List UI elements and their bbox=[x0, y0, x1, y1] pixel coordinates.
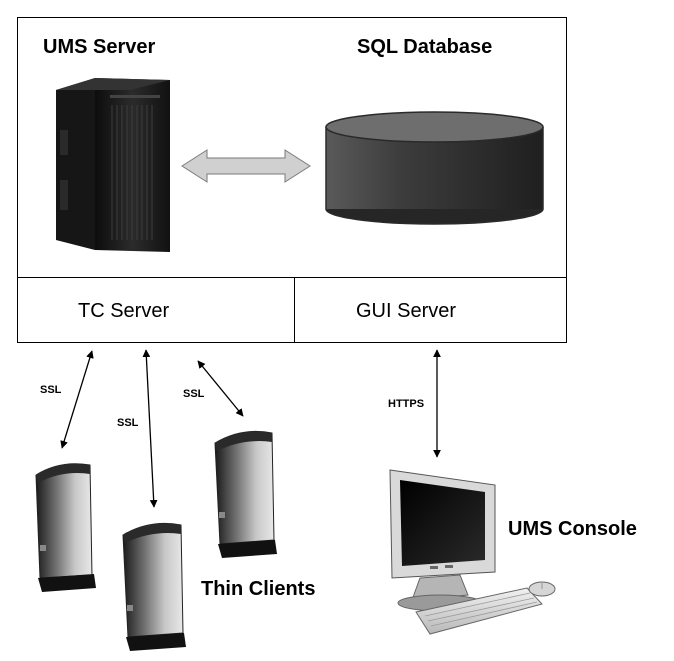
thin-client-icon-2 bbox=[122, 522, 186, 651]
ums-server-label: UMS Server bbox=[43, 36, 156, 58]
ssl-arrow-3 bbox=[197, 360, 244, 417]
computer-monitor-icon bbox=[389, 469, 496, 612]
ssl-arrow-1 bbox=[60, 350, 94, 449]
sql-database-label: SQL Database bbox=[357, 36, 493, 58]
thin-client-icon-1 bbox=[35, 463, 96, 592]
gui-server-label: GUI Server bbox=[356, 300, 457, 322]
keyboard-icon bbox=[415, 587, 543, 635]
server-tower-icon bbox=[56, 78, 170, 252]
mouse-icon bbox=[528, 581, 556, 597]
tc-server-label: TC Server bbox=[78, 300, 170, 322]
thin-client-icon-3 bbox=[214, 430, 277, 558]
tc-server-box bbox=[17, 277, 296, 343]
ssl-label-1: SSL bbox=[40, 384, 62, 396]
ssl-arrow-2 bbox=[142, 349, 158, 508]
ums-console-label: UMS Console bbox=[508, 518, 637, 540]
thin-clients-label: Thin Clients bbox=[201, 578, 316, 600]
database-cylinder-icon bbox=[325, 111, 544, 225]
gui-server-box bbox=[294, 277, 567, 343]
double-arrow-icon bbox=[181, 149, 311, 183]
ssl-label-2: SSL bbox=[117, 417, 139, 429]
https-label: HTTPS bbox=[388, 398, 425, 410]
